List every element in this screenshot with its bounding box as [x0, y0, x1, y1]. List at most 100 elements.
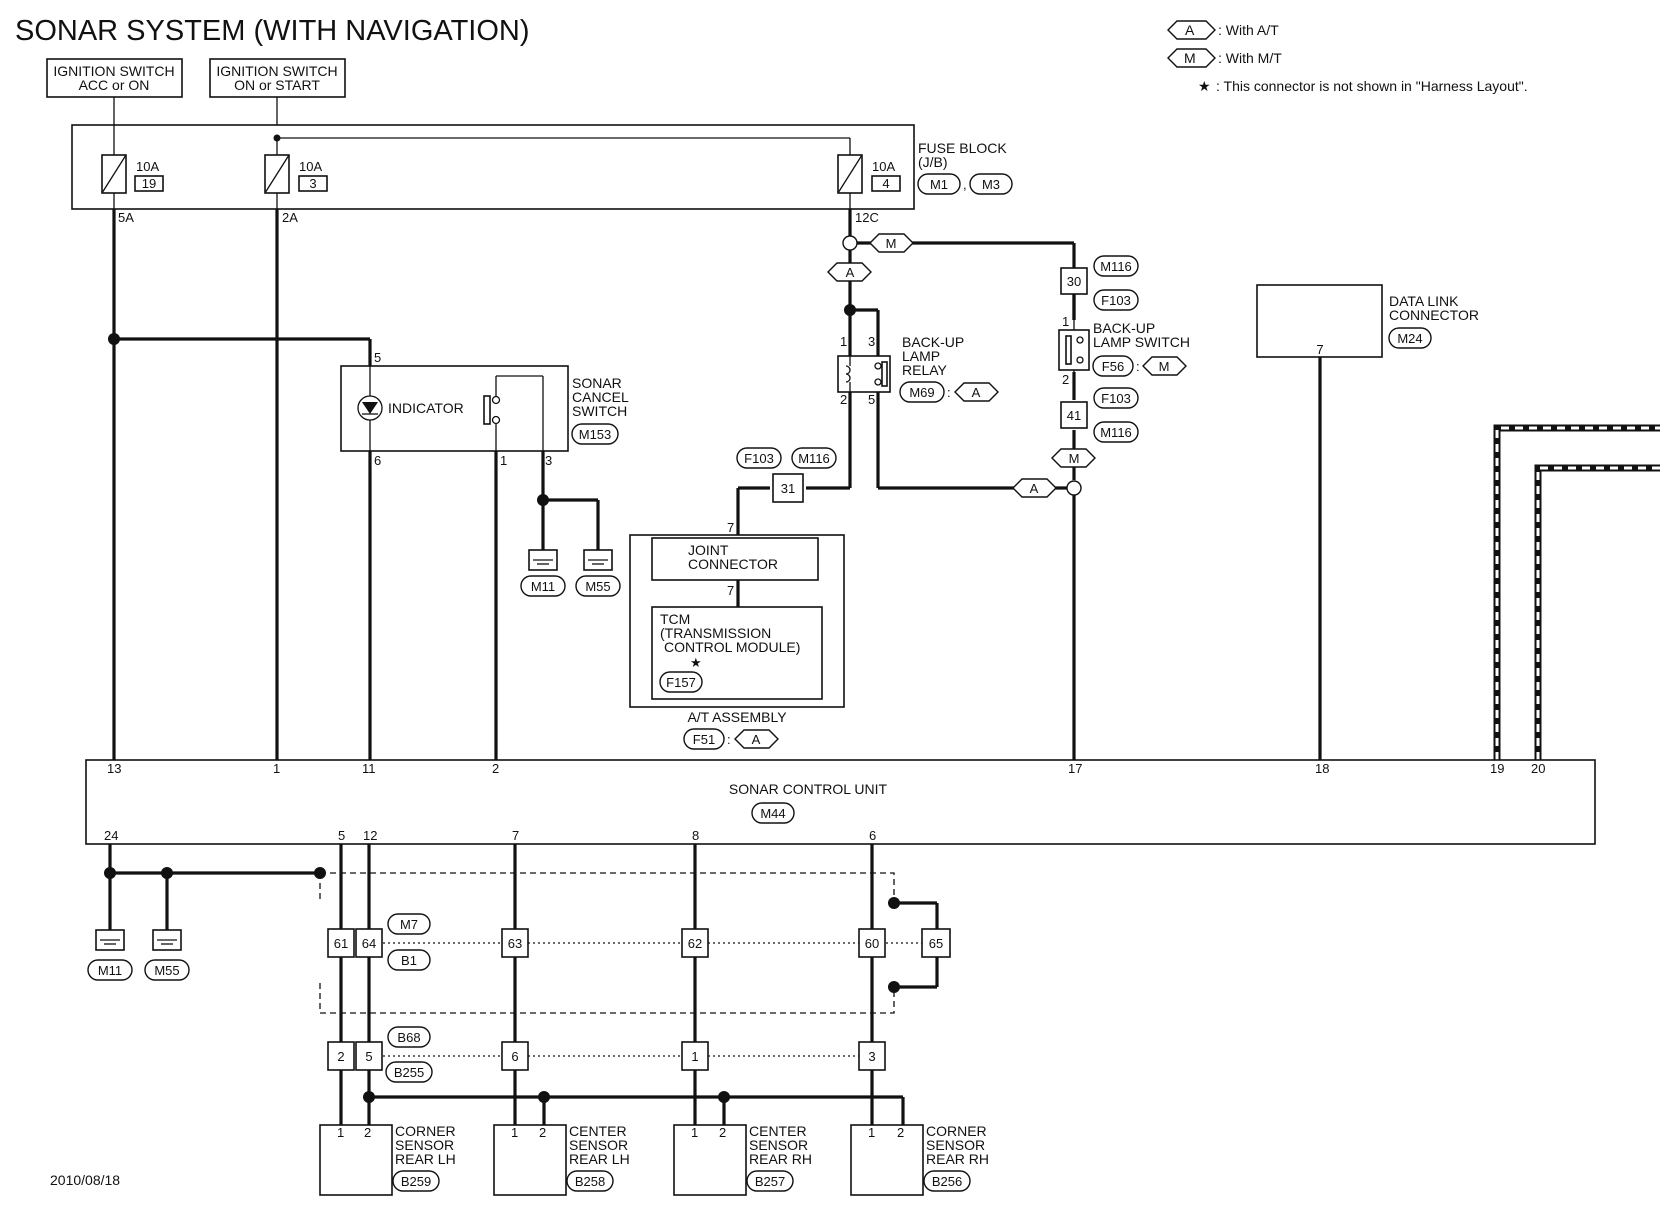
- sonar-control-unit: 13 1 11 2 17 18 19 20 SONAR CONTROL UNIT…: [85, 759, 1596, 845]
- sonar-cancel-switch: 5 INDICATOR 6 1 3 SONAR CANCEL SWITCH M1…: [340, 350, 629, 468]
- b68-pin-5: 5: [365, 1049, 372, 1064]
- scu-pin-24: 24: [104, 828, 118, 843]
- tcm-label-2: (TRANSMISSION: [660, 625, 771, 641]
- cancel-conn: M153: [579, 427, 612, 442]
- sensor-rh-corner-conn: B256: [932, 1174, 962, 1189]
- legend-note-text: : This connector is not shown in "Harnes…: [1216, 78, 1528, 94]
- fuse-conn-m1: M1: [930, 177, 948, 192]
- diagram-date: 2010/08/18: [50, 1172, 120, 1188]
- tag-m2-shape: [1051, 448, 1096, 468]
- cancel-label-1: SONAR: [572, 375, 622, 391]
- backup-lamp-relay: 1 3 2 5 BACK-UP LAMP RELAY M69 : A: [837, 334, 999, 407]
- sensor-rh-corner-l1: CORNER: [926, 1123, 987, 1139]
- sensor-lh-center-conn: B258: [575, 1174, 605, 1189]
- b68-pin-2: 2: [337, 1049, 344, 1064]
- splice-relay: [844, 304, 856, 316]
- b68-pin-6: 6: [511, 1049, 518, 1064]
- scu-pin-12: 12: [363, 828, 377, 843]
- relay-pin-2: 2: [840, 392, 847, 407]
- joint-label-2: CONNECTOR: [688, 556, 778, 572]
- b68-pin-3: 3: [868, 1049, 875, 1064]
- relay-pin-1: 1: [840, 334, 847, 349]
- fuse-conn-m3-pill: [969, 173, 1013, 195]
- fuse-4-amp: 10A: [872, 159, 895, 174]
- scu-pin-17: 17: [1068, 761, 1082, 776]
- m7-pin-60: 60: [865, 936, 879, 951]
- cancel-conn-pill: [571, 423, 619, 445]
- cancel-label-3: SWITCH: [572, 403, 627, 419]
- relay-label-3: RELAY: [902, 362, 948, 378]
- cancel-pin-3: 3: [545, 453, 552, 468]
- sensor-center-rear-lh: 1 2 CENTER SENSOR REAR LH B258: [493, 1123, 630, 1196]
- ignition-switch-acc: IGNITION SWITCH ACC or ON: [46, 58, 183, 98]
- sensor-rh-corner-pin2: 2: [897, 1125, 904, 1140]
- wires-bottom: [104, 844, 939, 1125]
- fuse-3-amp: 10A: [299, 159, 322, 174]
- relay-label-1: BACK-UP: [902, 334, 964, 350]
- sensor-lh-corner-l3: REAR LH: [395, 1151, 456, 1167]
- m7-pin-65: 65: [929, 936, 943, 951]
- inline-conn-b255: B255: [394, 1065, 424, 1080]
- scu-pin-1: 1: [273, 761, 280, 776]
- sensor-rh-center-conn: B257: [755, 1174, 785, 1189]
- option-tags: M A A M: [827, 233, 1096, 498]
- data-link-connector: 7 DATA LINK CONNECTOR M24: [1256, 284, 1479, 358]
- sensor-lh-center-l3: REAR LH: [569, 1151, 630, 1167]
- tag-m2: M: [1069, 451, 1080, 466]
- diagram-title: SONAR SYSTEM (WITH NAVIGATION): [15, 15, 530, 47]
- relay-pin-5: 5: [868, 392, 875, 407]
- at-assembly: 7 JOINT CONNECTOR 7 TCM (TRANSMISSION CO…: [629, 520, 845, 750]
- inline-f103-b: F103: [1101, 391, 1131, 406]
- ground-top-m11: M11: [531, 579, 555, 594]
- sensor-lh-corner-pin1: 1: [337, 1125, 344, 1140]
- inline-conn-b68: B68: [397, 1030, 420, 1045]
- inline-connector-m7-b1: 61 64 63 62 60 65 M7 B1: [327, 913, 951, 971]
- grounds-bottom: M11 M55: [87, 929, 190, 981]
- ground-bottom-m55: M55: [154, 963, 179, 978]
- relay-label-2: LAMP: [902, 348, 940, 364]
- tcm-conn: F157: [666, 675, 696, 690]
- switch-pin-2: 2: [1062, 372, 1069, 387]
- relay-sep: :: [947, 385, 951, 400]
- m7-pin-63: 63: [508, 936, 522, 951]
- sensor-rh-center-l3: REAR RH: [749, 1151, 812, 1167]
- relay-coil-icon: [845, 365, 851, 383]
- fuse-19-amp: 10A: [136, 159, 159, 174]
- inline-m116-a: M116: [1100, 259, 1132, 274]
- scu-pin-13: 13: [107, 761, 121, 776]
- ign-acc-line2: ACC or ON: [79, 77, 150, 93]
- fuse-4-number: 4: [882, 176, 889, 191]
- relay-conn: M69: [909, 385, 934, 400]
- b68-pin-1: 1: [691, 1049, 698, 1064]
- relay-tag: A: [972, 385, 981, 400]
- inline-pin-41: 41: [1067, 408, 1081, 423]
- sensor-rh-corner-l3: REAR RH: [926, 1151, 989, 1167]
- at-pin-7-mid: 7: [727, 583, 734, 598]
- m7-pin-61: 61: [334, 936, 348, 951]
- inline-conn-b1: B1: [401, 953, 417, 968]
- legend-star-icon: ★: [1198, 78, 1211, 94]
- scu-label: SONAR CONTROL UNIT: [729, 781, 888, 797]
- switch-label-1: BACK-UP: [1093, 320, 1155, 336]
- tag-a2: A: [1030, 481, 1039, 496]
- legend-at-tag: A: [1185, 22, 1195, 38]
- indicator-label: INDICATOR: [388, 400, 464, 416]
- sensor-rh-corner-l2: SENSOR: [926, 1137, 985, 1153]
- sensor-rh-center-l2: SENSOR: [749, 1137, 808, 1153]
- fuse-conn-comma: ,: [963, 177, 967, 192]
- joint-label-1: JOINT: [688, 542, 729, 558]
- tag-m1-shape: [869, 233, 914, 253]
- inline-connector-31: 31 F103 M116: [736, 447, 837, 503]
- inline-connector-b68-b255: 2 5 6 1 3 B68 B255: [327, 1026, 886, 1083]
- dlc-label-1: DATA LINK: [1389, 293, 1459, 309]
- splice-ground-cancel: [537, 494, 549, 506]
- inline-conn-m7: M7: [400, 917, 418, 932]
- legend-at-text: : With A/T: [1218, 22, 1279, 38]
- fuse-block-jb: (J/B): [918, 154, 948, 170]
- splice-5a: [108, 333, 120, 345]
- sensor-lh-corner-conn: B259: [401, 1174, 431, 1189]
- scu-pin-5: 5: [338, 828, 345, 843]
- at-conn: F51: [693, 732, 715, 747]
- inline-f103-a: F103: [1101, 293, 1131, 308]
